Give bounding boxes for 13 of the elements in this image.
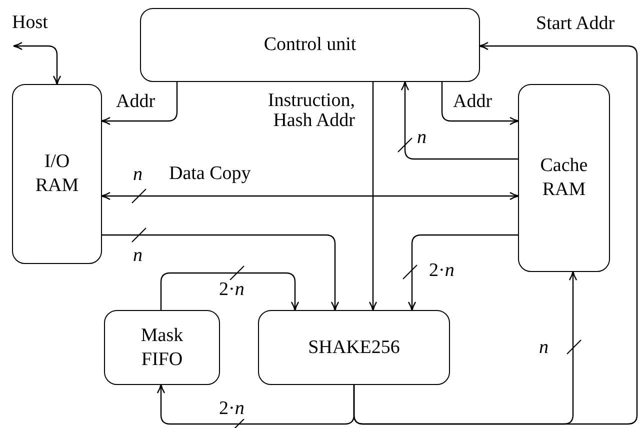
memory-box: [12, 84, 102, 264]
control-unit-box: [140, 8, 480, 82]
node-label: Mask FIFO: [140, 324, 184, 372]
memory-box: [518, 84, 610, 272]
edge-label: 2·n: [218, 399, 246, 419]
host-label: Host: [8, 10, 52, 36]
edge-label: Data Copy: [168, 164, 252, 184]
node-label: I/O RAM: [34, 150, 80, 198]
node-label: SHAKE256: [308, 336, 400, 360]
fifo-box: [104, 310, 220, 385]
node-label: Control unit: [264, 33, 356, 57]
hash-core-box: [258, 310, 450, 385]
node-label: Cache RAM: [539, 154, 589, 202]
